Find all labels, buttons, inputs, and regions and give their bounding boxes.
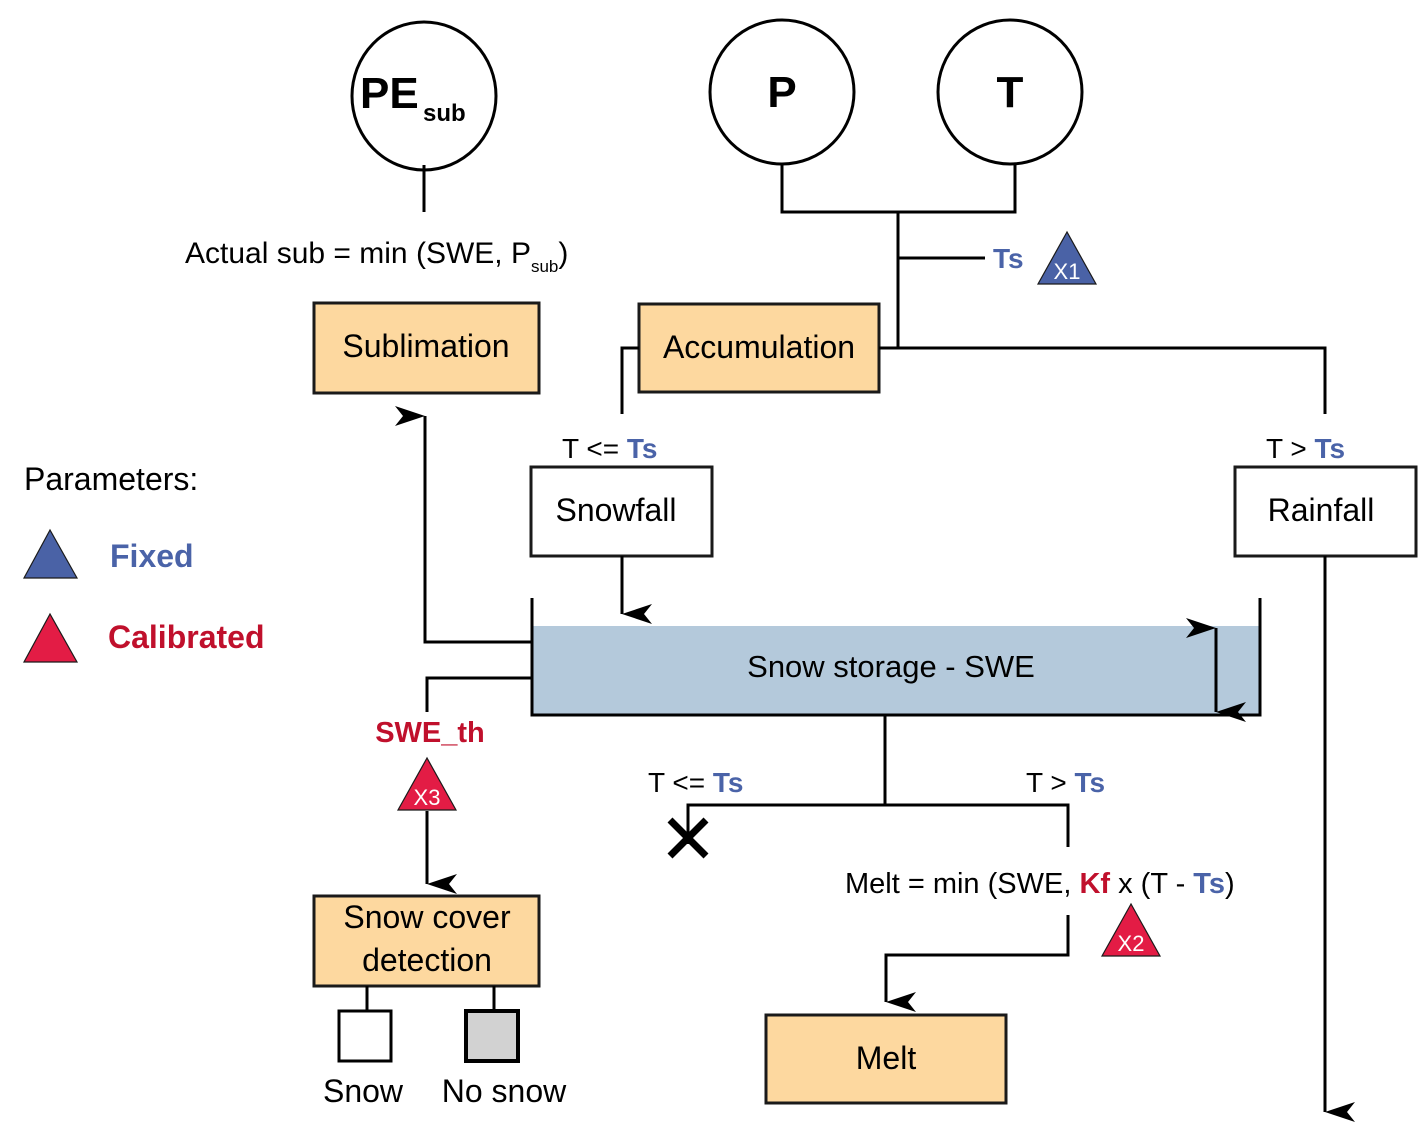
- snow-storage-container: [530, 598, 1262, 717]
- accumulation-label: Accumulation: [663, 329, 855, 365]
- x1-fixed-triangle: X1: [1036, 230, 1098, 285]
- swe-th-param-label: SWE_th: [375, 717, 485, 749]
- legend-calibrated-triangle-icon: [22, 612, 79, 663]
- legend-calibrated-label: Calibrated: [108, 619, 264, 655]
- pe-sub-subscript: sub: [423, 100, 466, 127]
- snowfall-box: [529, 465, 714, 558]
- x2-label: X2: [1118, 931, 1145, 956]
- p-t-junction: [780, 164, 1017, 214]
- rainfall-label: Rainfall: [1268, 492, 1375, 528]
- no-melt-condition: T <= Ts: [648, 767, 743, 798]
- ts-param-label: Ts: [993, 243, 1024, 274]
- actual-sub-prefix: Actual sub = min (SWE, P: [185, 237, 531, 270]
- melt-condition: T > Ts: [1026, 767, 1105, 798]
- sublimation-box: [312, 301, 541, 395]
- no-snow-output-label: No snow: [442, 1073, 567, 1109]
- snow-storage-fill: [532, 626, 1260, 714]
- calibrated-triangle-icon: [396, 756, 458, 811]
- actual-sub-subscript: sub: [531, 257, 558, 276]
- snow-cover-line2: detection: [362, 942, 492, 978]
- melt-label: Melt: [856, 1040, 917, 1076]
- x3-calibrated-triangle: X3: [396, 756, 458, 811]
- snow-indicator-box: [337, 1009, 393, 1063]
- storage-to-swe-th: [425, 676, 532, 712]
- snow-cover-detection-box: [312, 894, 541, 988]
- melt-split: [686, 803, 1070, 847]
- storage-to-sublimation-arrow: [395, 406, 532, 644]
- melt-formula: Melt = min (SWE, Kf x (T - Ts): [845, 868, 1235, 900]
- actual-sub-formula: Actual sub = min (SWE, Psub): [185, 237, 568, 276]
- input-t: T: [936, 18, 1084, 166]
- legend-fixed-label: Fixed: [110, 538, 194, 574]
- no-melt-cross-icon: [667, 817, 709, 859]
- sublimation-label: Sublimation: [342, 328, 509, 364]
- rainfall-condition: T > Ts: [1266, 433, 1345, 464]
- x1-label: X1: [1054, 259, 1081, 284]
- input-pe-sub: PE sub: [350, 20, 498, 172]
- input-p: P: [708, 18, 856, 166]
- melt-formula-to-melt-arrow: [884, 915, 1070, 1012]
- kf-param-label: Kf: [1079, 868, 1110, 900]
- snowfall-condition: T <= Ts: [562, 433, 657, 464]
- snow-output-label: Snow: [323, 1073, 404, 1109]
- no-snow-indicator-box: [464, 1009, 520, 1063]
- x3-label: X3: [414, 785, 441, 810]
- legend-fixed-triangle-icon: [22, 528, 79, 579]
- fixed-triangle-icon: [1036, 230, 1098, 285]
- p-label: P: [767, 68, 796, 117]
- melt-box: [764, 1013, 1008, 1105]
- pe-sub-label: PE: [360, 69, 419, 118]
- t-circle: [936, 18, 1084, 166]
- actual-sub-suffix: ): [558, 237, 568, 270]
- x2-calibrated-triangle: X2: [1100, 902, 1162, 957]
- snowfall-label: Snowfall: [556, 492, 677, 528]
- accumulation-to-snowfall: [620, 346, 639, 414]
- snow-cover-line1: Snow cover: [343, 899, 511, 935]
- calibrated-triangle-icon: [1100, 902, 1162, 957]
- rainfall-box: [1233, 465, 1418, 558]
- accumulation-to-rainfall: [879, 346, 1327, 414]
- t-label: T: [997, 68, 1024, 117]
- snow-storage-label: Snow storage - SWE: [747, 649, 1035, 684]
- legend-title: Parameters:: [24, 461, 198, 497]
